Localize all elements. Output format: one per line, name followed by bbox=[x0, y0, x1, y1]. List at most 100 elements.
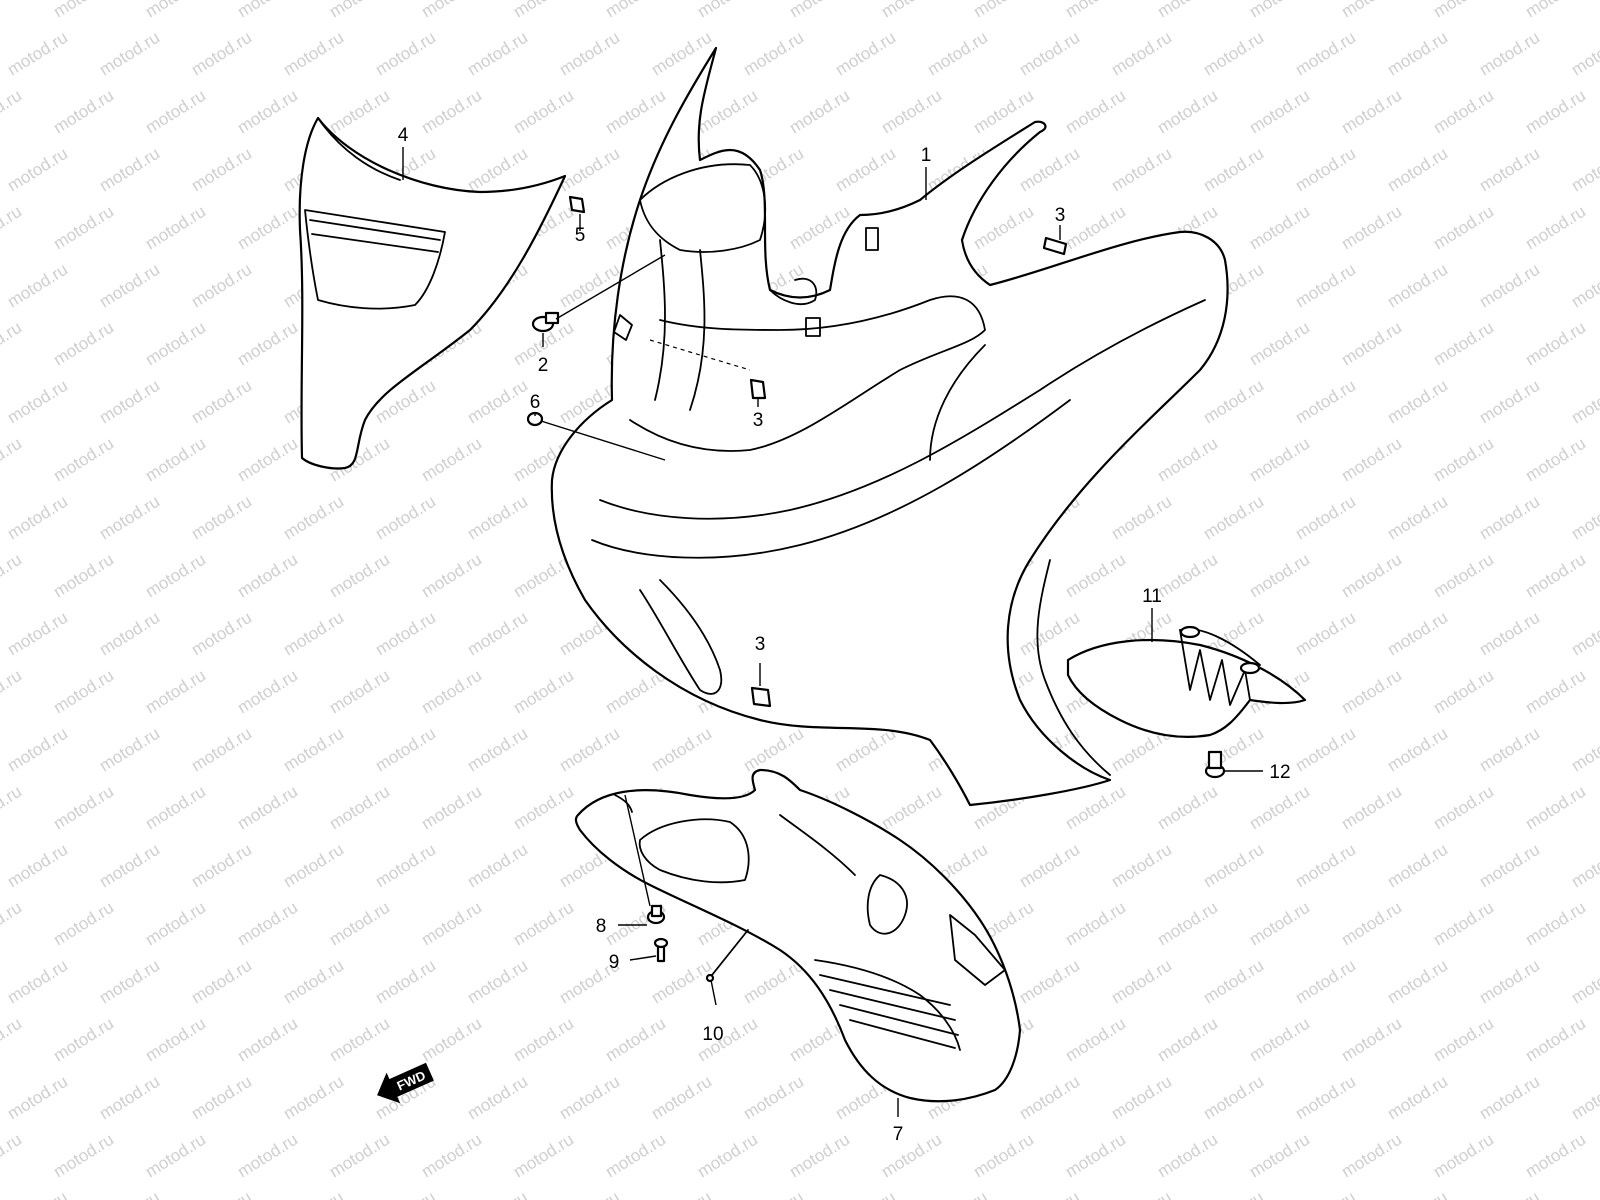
part-1-front-fairing bbox=[550, 46, 1229, 807]
watermark-text: motod.ru bbox=[142, 666, 209, 718]
watermark-text: motod.ru bbox=[1384, 608, 1451, 660]
watermark-text: motod.ru bbox=[556, 724, 623, 776]
watermark-text: motod.ru bbox=[1430, 1014, 1497, 1066]
watermark-text: motod.ru bbox=[0, 86, 25, 138]
watermark-text: motod.ru bbox=[1430, 1130, 1497, 1182]
watermark-text: motod.ru bbox=[1200, 28, 1267, 80]
watermark-text: motod.ru bbox=[1292, 376, 1359, 428]
watermark-text: motod.ru bbox=[970, 1130, 1037, 1182]
watermark-text: motod.ru bbox=[464, 28, 531, 80]
callout-3-top: 3 bbox=[1055, 205, 1066, 226]
watermark-text: motod.ru bbox=[556, 1072, 623, 1124]
part-4-inner-panel bbox=[298, 116, 567, 470]
watermark-text: motod.ru bbox=[1292, 840, 1359, 892]
callout-6: 6 bbox=[530, 392, 541, 413]
watermark-text: motod.ru bbox=[372, 608, 439, 660]
watermark-text: motod.ru bbox=[50, 202, 117, 254]
watermark-text: motod.ru bbox=[1476, 956, 1543, 1008]
callout-3-middle: 3 bbox=[753, 410, 764, 431]
watermark-text: motod.ru bbox=[1108, 1188, 1175, 1200]
watermark-text: motod.ru bbox=[418, 550, 485, 602]
watermark-text: motod.ru bbox=[1200, 1188, 1267, 1200]
watermark-text: motod.ru bbox=[1476, 260, 1543, 312]
callout-4: 4 bbox=[398, 125, 409, 146]
watermark-text: motod.ru bbox=[1522, 550, 1589, 602]
watermark-text: motod.ru bbox=[694, 0, 761, 21]
watermark-text: motod.ru bbox=[1430, 782, 1497, 834]
watermark-text: motod.ru bbox=[326, 782, 393, 834]
watermark-text: motod.ru bbox=[1384, 28, 1451, 80]
watermark-text: motod.ru bbox=[832, 724, 899, 776]
watermark-text: motod.ru bbox=[1200, 1072, 1267, 1124]
watermark-text: motod.ru bbox=[832, 28, 899, 80]
callout-3-lower: 3 bbox=[755, 634, 766, 655]
watermark-text: motod.ru bbox=[234, 550, 301, 602]
watermark-text: motod.ru bbox=[878, 1130, 945, 1182]
watermark-text: motod.ru bbox=[418, 1014, 485, 1066]
watermark-text: motod.ru bbox=[188, 376, 255, 428]
watermark-text: motod.ru bbox=[510, 0, 577, 21]
fastener-5 bbox=[568, 195, 586, 214]
watermark-text: motod.ru bbox=[1154, 86, 1221, 138]
watermark-text: motod.ru bbox=[96, 724, 163, 776]
watermark-text: motod.ru bbox=[1292, 956, 1359, 1008]
watermark-text: motod.ru bbox=[372, 956, 439, 1008]
watermark-text: motod.ru bbox=[1154, 550, 1221, 602]
watermark-text: motod.ru bbox=[786, 1130, 853, 1182]
watermark-text: motod.ru bbox=[96, 608, 163, 660]
watermark-text: motod.ru bbox=[1568, 608, 1600, 660]
watermark-text: motod.ru bbox=[0, 318, 25, 370]
watermark-text: motod.ru bbox=[1292, 260, 1359, 312]
watermark-text: motod.ru bbox=[1292, 608, 1359, 660]
watermark-text: motod.ru bbox=[1108, 840, 1175, 892]
watermark-text: motod.ru bbox=[1108, 492, 1175, 544]
watermark-text: motod.ru bbox=[1246, 1014, 1313, 1066]
watermark-text: motod.ru bbox=[1522, 86, 1589, 138]
watermark-text: motod.ru bbox=[1246, 202, 1313, 254]
watermark-text: motod.ru bbox=[1108, 956, 1175, 1008]
watermark-text: motod.ru bbox=[1292, 492, 1359, 544]
watermark-text: motod.ru bbox=[1522, 898, 1589, 950]
watermark-text: motod.ru bbox=[326, 898, 393, 950]
watermark-text: motod.ru bbox=[0, 434, 25, 486]
watermark-text: motod.ru bbox=[740, 28, 807, 80]
part-11-bracket bbox=[1066, 628, 1307, 738]
watermark-text: motod.ru bbox=[1154, 0, 1221, 21]
watermark-text: motod.ru bbox=[1338, 666, 1405, 718]
watermark-text: motod.ru bbox=[1246, 434, 1313, 486]
watermark-text: motod.ru bbox=[464, 492, 531, 544]
callout-11: 11 bbox=[1142, 586, 1162, 607]
watermark-text: motod.ru bbox=[1430, 202, 1497, 254]
watermark-text: motod.ru bbox=[464, 376, 531, 428]
watermark-text: motod.ru bbox=[1246, 550, 1313, 602]
watermark-text: motod.ru bbox=[1016, 1072, 1083, 1124]
watermark-text: motod.ru bbox=[1154, 898, 1221, 950]
watermark-text: motod.ru bbox=[4, 1072, 71, 1124]
watermark-text: motod.ru bbox=[1154, 782, 1221, 834]
watermark-text: motod.ru bbox=[602, 0, 669, 21]
watermark-text: motod.ru bbox=[648, 1072, 715, 1124]
watermark-text: motod.ru bbox=[372, 724, 439, 776]
watermark-text: motod.ru bbox=[1246, 898, 1313, 950]
watermark-text: motod.ru bbox=[142, 318, 209, 370]
watermark-text: motod.ru bbox=[0, 666, 25, 718]
watermark-text: motod.ru bbox=[1016, 144, 1083, 196]
watermark-text: motod.ru bbox=[1246, 1130, 1313, 1182]
watermark-text: motod.ru bbox=[234, 86, 301, 138]
fastener-9 bbox=[653, 937, 669, 963]
watermark-text: motod.ru bbox=[1568, 1188, 1600, 1200]
watermark-text: motod.ru bbox=[142, 1130, 209, 1182]
watermark-text: motod.ru bbox=[1108, 1072, 1175, 1124]
watermark-text: motod.ru bbox=[1062, 1014, 1129, 1066]
watermark-text: motod.ru bbox=[1200, 956, 1267, 1008]
watermark-text: motod.ru bbox=[234, 1130, 301, 1182]
watermark-text: motod.ru bbox=[1384, 260, 1451, 312]
watermark-text: motod.ru bbox=[1476, 1188, 1543, 1200]
watermark-text: motod.ru bbox=[418, 0, 485, 21]
watermark-text: motod.ru bbox=[142, 898, 209, 950]
watermark-text: motod.ru bbox=[234, 1014, 301, 1066]
watermark-text: motod.ru bbox=[556, 28, 623, 80]
watermark-text: motod.ru bbox=[96, 260, 163, 312]
watermark-text: motod.ru bbox=[1292, 1072, 1359, 1124]
watermark-text: motod.ru bbox=[1522, 666, 1589, 718]
